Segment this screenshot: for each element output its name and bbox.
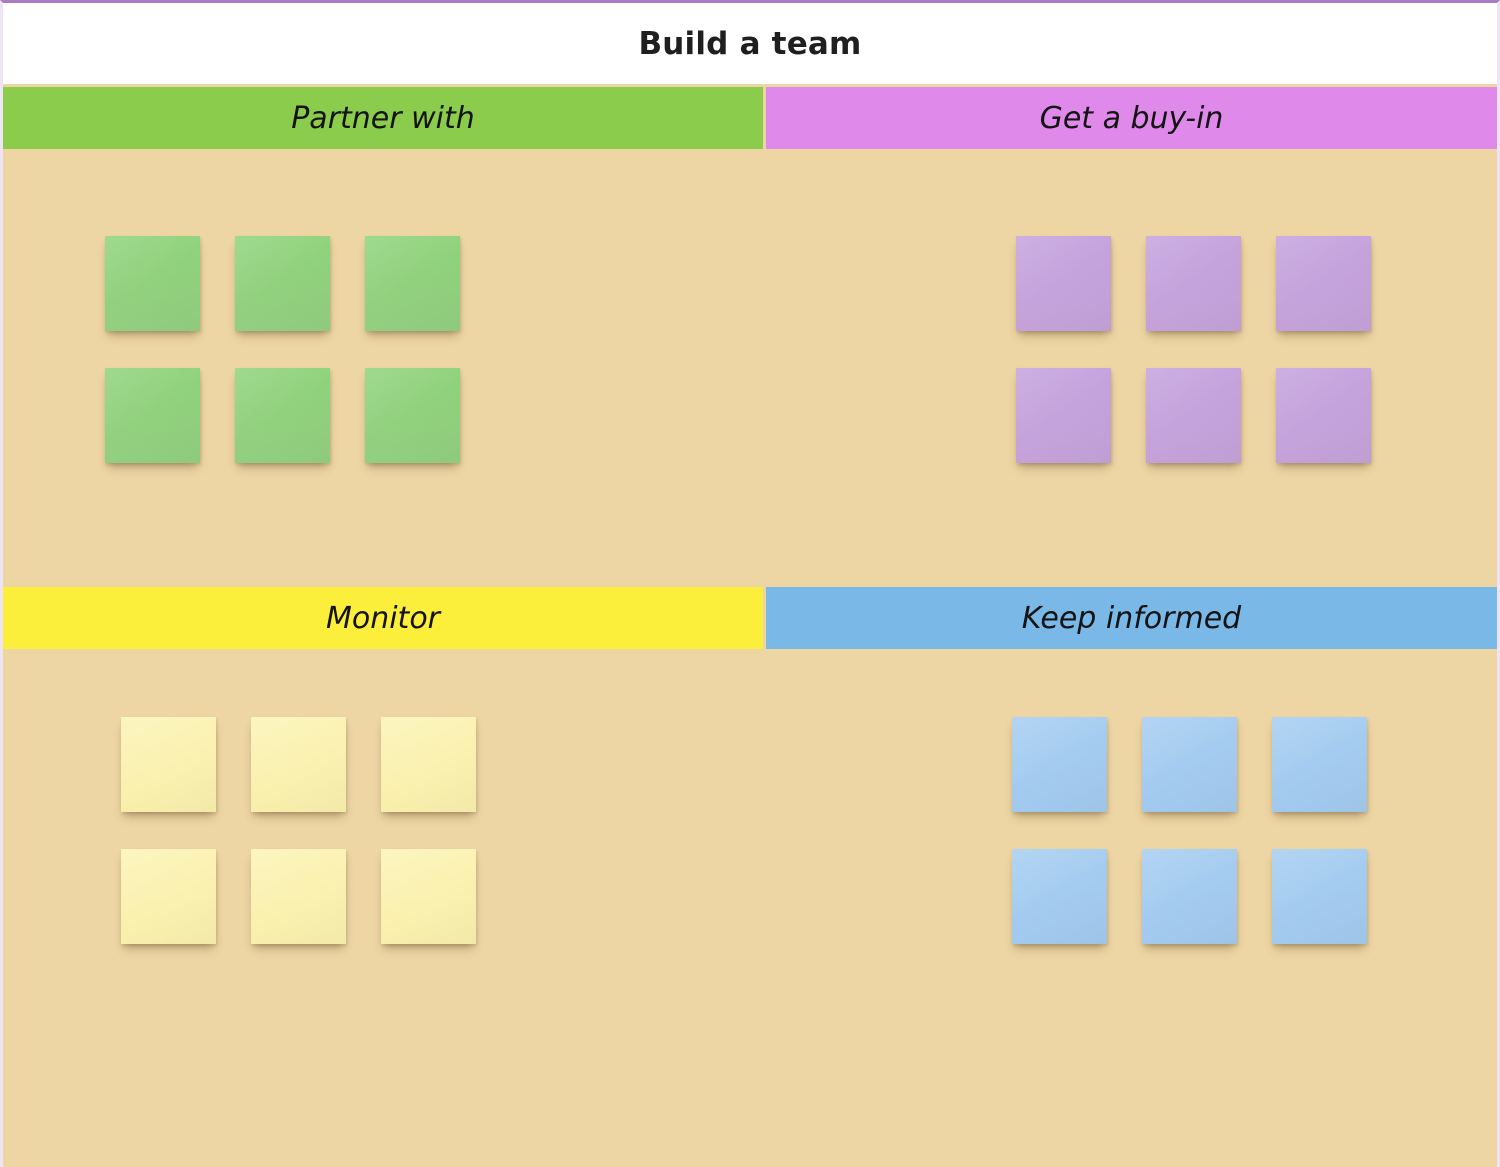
sticky-note-group-get-a-buy-in <box>1016 236 1371 463</box>
sticky-note-group-keep-informed <box>1012 717 1367 944</box>
sticky-note[interactable] <box>1012 849 1107 944</box>
sticky-note[interactable] <box>121 849 216 944</box>
sticky-note[interactable] <box>1142 849 1237 944</box>
sticky-note[interactable] <box>251 717 346 812</box>
sticky-note[interactable] <box>1276 368 1371 463</box>
quadrant-body-partner-with[interactable] <box>3 153 763 581</box>
page-title: Build a team <box>638 25 862 62</box>
sticky-note[interactable] <box>365 368 460 463</box>
quadrant-label-get-a-buy-in: Get a buy-in <box>1039 100 1224 136</box>
quadrant-label-keep-informed: Keep informed <box>1021 600 1242 636</box>
sticky-note[interactable] <box>251 849 346 944</box>
sticky-note[interactable] <box>1146 236 1241 331</box>
sticky-note-group-monitor <box>121 717 476 944</box>
sticky-note[interactable] <box>1272 717 1367 812</box>
quadrant-body-monitor[interactable] <box>3 653 763 1167</box>
quadrant-grid: Partner with Get a buy-in Monitor <box>3 84 1497 1167</box>
sticky-note[interactable] <box>381 849 476 944</box>
quadrant-partner-with[interactable]: Partner with <box>3 84 763 581</box>
sticky-note[interactable] <box>1146 368 1241 463</box>
quadrant-label-partner-with: Partner with <box>291 100 475 136</box>
quadrant-header-get-a-buy-in: Get a buy-in <box>766 87 1497 149</box>
sticky-note[interactable] <box>235 368 330 463</box>
sticky-note-group-partner-with <box>105 236 460 463</box>
quadrant-body-get-a-buy-in[interactable] <box>766 153 1497 581</box>
quadrant-header-monitor: Monitor <box>3 587 763 649</box>
sticky-note[interactable] <box>1016 368 1111 463</box>
sticky-note[interactable] <box>235 236 330 331</box>
board-title-bar: Build a team <box>3 3 1497 84</box>
sticky-note[interactable] <box>1276 236 1371 331</box>
quadrant-get-a-buy-in[interactable]: Get a buy-in <box>766 84 1497 581</box>
sticky-note[interactable] <box>121 717 216 812</box>
sticky-note[interactable] <box>1016 236 1111 331</box>
sticky-note[interactable] <box>105 368 200 463</box>
quadrant-body-keep-informed[interactable] <box>766 653 1497 1167</box>
quadrant-header-partner-with: Partner with <box>3 87 763 149</box>
quadrant-keep-informed[interactable]: Keep informed <box>766 584 1497 1167</box>
sticky-note[interactable] <box>381 717 476 812</box>
sticky-note[interactable] <box>1272 849 1367 944</box>
quadrant-label-monitor: Monitor <box>325 600 441 636</box>
sticky-note[interactable] <box>105 236 200 331</box>
sticky-note[interactable] <box>365 236 460 331</box>
sticky-note[interactable] <box>1012 717 1107 812</box>
quadrant-header-keep-informed: Keep informed <box>766 587 1497 649</box>
sticky-note[interactable] <box>1142 717 1237 812</box>
quadrant-monitor[interactable]: Monitor <box>3 584 763 1167</box>
